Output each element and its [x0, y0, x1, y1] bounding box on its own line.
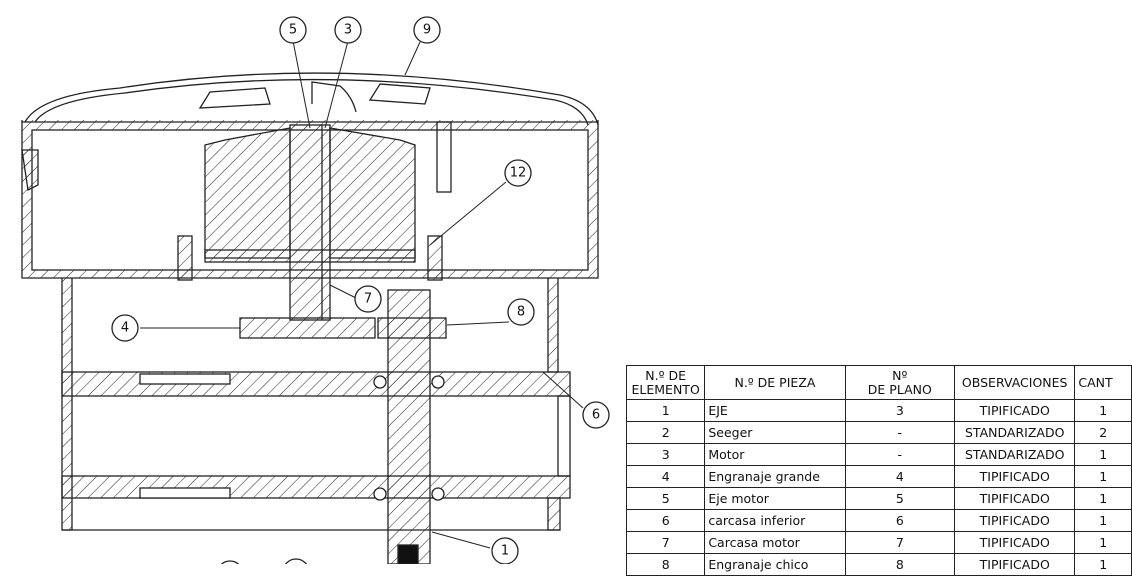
balloon-label: 9 [423, 23, 431, 38]
balloon-label: 12 [510, 166, 527, 181]
cell-part: Engranaje chico [704, 553, 846, 576]
cell-quantity: 1 [1074, 465, 1132, 488]
cell-element: 1 [625, 399, 706, 422]
cell-quantity: 1 [1074, 509, 1132, 532]
cell-plan: 5 [844, 487, 956, 510]
cell-element: 7 [625, 531, 706, 554]
balloon-1 [491, 537, 519, 564]
balloon-3 [334, 16, 362, 44]
balloon-7 [354, 285, 382, 313]
cell-observations: TIPIFICADO [954, 465, 1076, 488]
cell-element: 3 [625, 443, 706, 466]
lower-housing [61, 278, 571, 531]
cell-element: 4 [625, 465, 706, 488]
balloon-9 [413, 16, 441, 44]
cell-quantity: 1 [1074, 553, 1132, 576]
cell-plan: 7 [844, 531, 956, 554]
balloon-label: 3 [344, 23, 352, 38]
cell-part: Eje motor [704, 487, 846, 510]
cell-part: carcasa inferior [704, 509, 846, 532]
cell-plan: 3 [844, 399, 956, 422]
balloon-label: 5 [289, 23, 297, 38]
cell-observations: TIPIFICADO [954, 531, 1076, 554]
header-quantity: CANT [1074, 365, 1132, 400]
cell-part: Carcasa motor [704, 531, 846, 554]
balloon-8 [507, 298, 535, 326]
cell-observations: TIPIFICADO [954, 399, 1076, 422]
cell-element: 6 [625, 509, 706, 532]
cell-element: 5 [625, 487, 706, 510]
cell-plan: 6 [844, 509, 956, 532]
balloon-partial-b [284, 558, 308, 564]
assembly-section-drawing: 5 3 9 12 7 8 4 6 1 [21, 16, 610, 564]
balloon-label: 8 [517, 305, 525, 320]
cell-observations: TIPIFICADO [954, 487, 1076, 510]
cell-quantity: 2 [1074, 421, 1132, 444]
motor-shaft [289, 124, 331, 321]
balloon-label: 4 [121, 321, 129, 336]
balloon-label: 1 [501, 544, 509, 559]
cell-observations: TIPIFICADO [954, 509, 1076, 532]
cell-part: EJE [704, 399, 846, 422]
cell-observations: TIPIFICADO [954, 553, 1076, 576]
header-part: N.º DE PIEZA [704, 365, 846, 400]
balloon-label: 7 [364, 292, 372, 307]
cell-observations: STANDARIZADO [954, 443, 1076, 466]
cell-observations: STANDARIZADO [954, 421, 1076, 444]
cell-element: 8 [625, 553, 706, 576]
cell-quantity: 1 [1074, 443, 1132, 466]
cell-plan: - [844, 421, 956, 444]
cell-quantity: 1 [1074, 531, 1132, 554]
header-observations: OBSERVACIONES [954, 365, 1076, 400]
cell-plan: - [844, 443, 956, 466]
cell-quantity: 1 [1074, 487, 1132, 510]
main-shaft [387, 289, 431, 564]
balloon-4 [111, 314, 139, 342]
balloon-5 [279, 16, 307, 44]
screw-right [427, 235, 443, 281]
cell-element: 2 [625, 421, 706, 444]
cell-quantity: 1 [1074, 399, 1132, 422]
cell-part: Motor [704, 443, 846, 466]
balloon-6 [582, 401, 610, 429]
balloon-label: 6 [592, 408, 600, 423]
cell-plan: 8 [844, 553, 956, 576]
balloon-partial-a [220, 560, 240, 564]
cell-part: Engranaje grande [704, 465, 846, 488]
big-gear [239, 317, 376, 339]
cell-part: Seeger [704, 421, 846, 444]
cell-plan: 4 [844, 465, 956, 488]
balloon-12 [504, 159, 532, 187]
screw-left [177, 235, 193, 281]
